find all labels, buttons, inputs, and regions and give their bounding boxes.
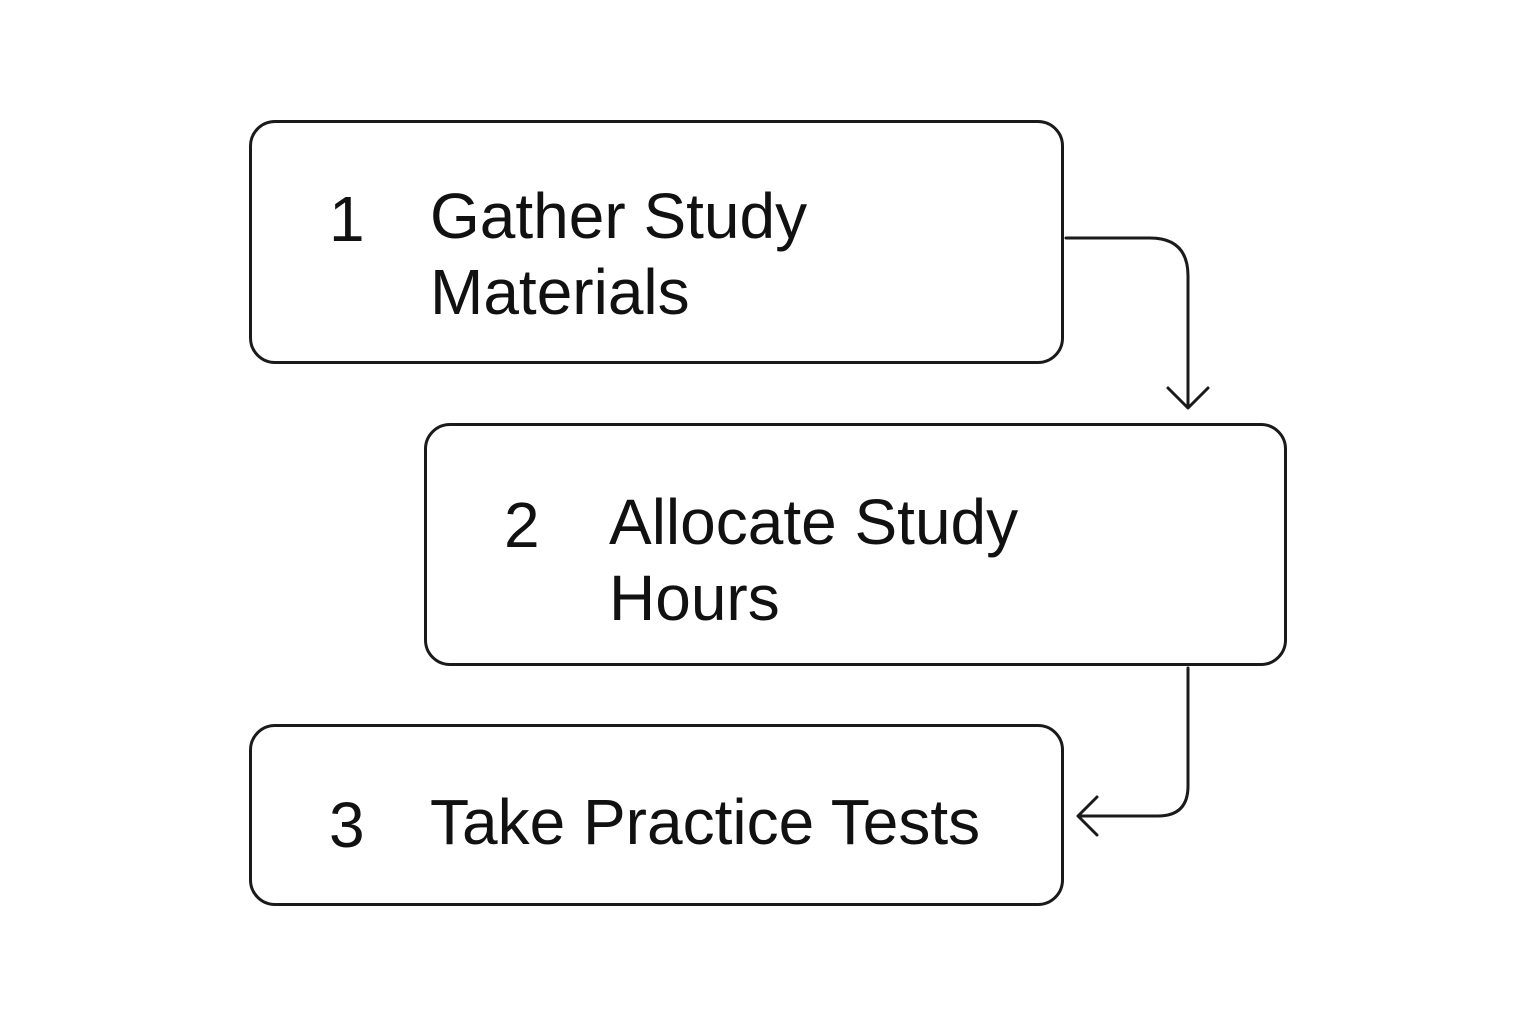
step-label-3: Take Practice Tests xyxy=(430,786,981,858)
step-box-2: 2 Allocate Study Hours xyxy=(424,423,1287,666)
step-box-1: 1 Gather Study Materials xyxy=(249,120,1064,364)
arrow-left-icon xyxy=(1076,795,1099,837)
step-label-2: Allocate Study Hours xyxy=(609,486,1019,634)
step-number-3: 3 xyxy=(329,789,365,861)
arrow-down-icon xyxy=(1166,386,1210,410)
step-number-2: 2 xyxy=(504,489,540,561)
step-box-3: 3 Take Practice Tests xyxy=(249,724,1064,906)
step-number-1: 1 xyxy=(329,183,365,255)
step-label-1: Gather Study Materials xyxy=(430,180,808,328)
connector-2-to-3 xyxy=(1078,666,1190,818)
connector-1-to-2 xyxy=(1064,236,1190,409)
